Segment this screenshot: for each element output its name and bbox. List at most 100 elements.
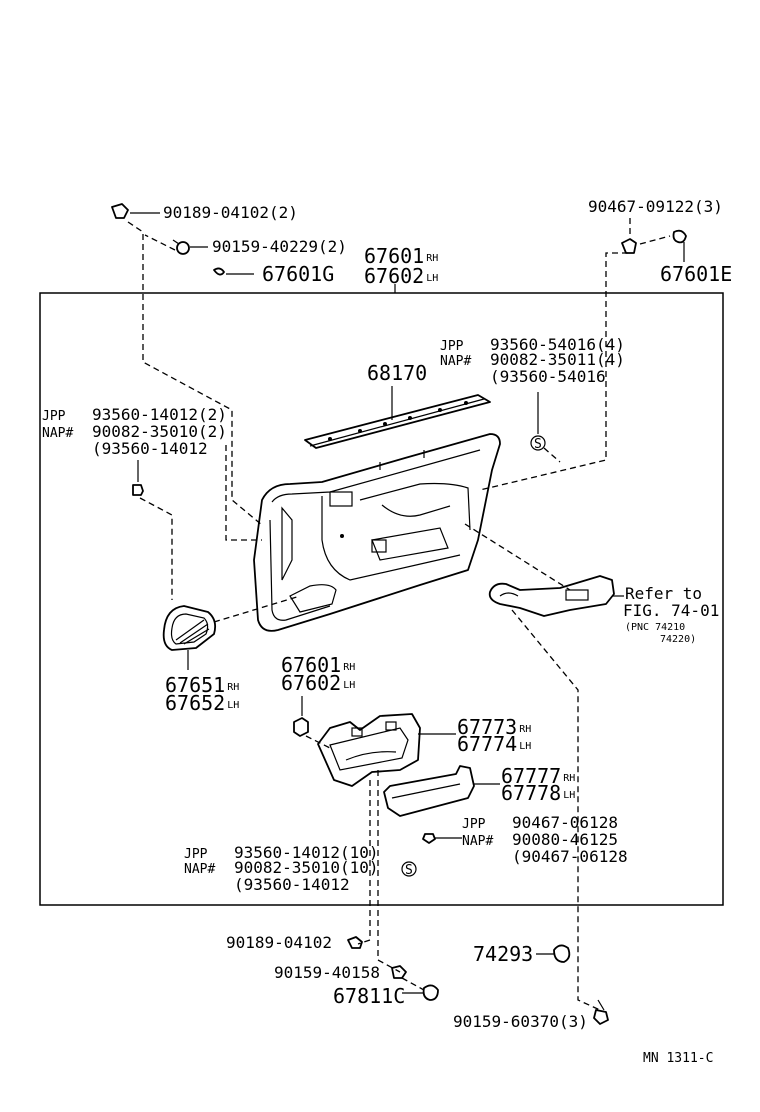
plug-lower[interactable] bbox=[293, 717, 309, 737]
dash-panel-to-trim bbox=[213, 595, 301, 623]
panel-67651[interactable] bbox=[162, 605, 217, 651]
label-jpp-ur-val: 93560-54016(4) bbox=[490, 335, 625, 354]
door-trim-board-67601[interactable] bbox=[253, 433, 501, 632]
screw-90159-lower[interactable] bbox=[391, 965, 407, 979]
screw-90159-bottom[interactable] bbox=[593, 999, 609, 1025]
label-pocket-lh-suffix: LH bbox=[519, 741, 531, 752]
label-alt-ur: (93560-54016 bbox=[490, 367, 606, 386]
label-refer-2: FIG. 74-01 bbox=[623, 601, 719, 620]
label-nap-bottom: NAP# bbox=[184, 862, 215, 877]
dash-s-upper bbox=[543, 447, 561, 463]
catalog-id: MN 1311-C bbox=[643, 1051, 713, 1066]
label-cover-e: 67601E bbox=[660, 262, 732, 286]
label-pocket-lh-number: 67774 bbox=[457, 732, 517, 756]
label-nap-handle-val: 90080-46125 bbox=[512, 830, 618, 849]
clip-90189-lower[interactable] bbox=[347, 936, 363, 949]
label-pocket-rh-number: 67773 bbox=[457, 715, 517, 739]
cover-67601g[interactable] bbox=[213, 267, 254, 276]
label-screw-upper: 90159-40229(2) bbox=[212, 237, 347, 256]
label-nap-bottom-val: 90082-35010(10) bbox=[234, 858, 379, 877]
label-panel-lh-number: 67652 bbox=[165, 691, 225, 715]
label-nap-left-val: 90082-35010(2) bbox=[92, 422, 227, 441]
label-refer-3: (PNC 74210 bbox=[625, 622, 685, 633]
label-jpp-ur: JPP bbox=[440, 339, 464, 354]
label-cap: 67811C bbox=[333, 984, 405, 1008]
label-jpp-handle: JPP bbox=[462, 817, 486, 832]
pocket-67773[interactable] bbox=[317, 713, 421, 787]
dash-screw-to-trim bbox=[144, 234, 176, 251]
handle-67777[interactable] bbox=[383, 765, 475, 817]
weatherstrip-68170[interactable] bbox=[304, 394, 491, 449]
label-pocket-rh-suffix: RH bbox=[519, 724, 531, 735]
dash-armrest-down bbox=[511, 609, 601, 1011]
label-screw-bottom: 90159-60370(3) bbox=[453, 1012, 588, 1031]
label-trim-lh-number: 67602 bbox=[364, 264, 424, 288]
label-panel-rh-suffix: RH bbox=[227, 682, 239, 693]
label-trim-rh-suffix: RH bbox=[426, 253, 438, 264]
dash-right-to-trim bbox=[479, 252, 628, 491]
label-trim-lh-suffix: LH bbox=[426, 273, 438, 284]
label-handle-rh-number: 67777 bbox=[501, 764, 561, 788]
armrest-base-fig-74-01[interactable] bbox=[488, 575, 615, 617]
cover-67601e[interactable] bbox=[672, 229, 687, 262]
label-alt-left: (93560-14012 bbox=[92, 439, 208, 458]
label-clip-upper: 90189-04102(2) bbox=[163, 203, 298, 222]
dash-cap bbox=[401, 977, 425, 991]
label-cover-g: 67601G bbox=[262, 262, 334, 286]
screw-left[interactable] bbox=[132, 484, 144, 496]
label-panel-lh-suffix: LH bbox=[227, 700, 239, 711]
label-jpp-bottom: JPP bbox=[184, 847, 208, 862]
dash-right-clip bbox=[639, 235, 671, 245]
s-mark-lower: S bbox=[401, 861, 417, 878]
s-mark-upper: S bbox=[530, 435, 546, 452]
label-jpp-bottom-val: 93560-14012(10) bbox=[234, 843, 379, 862]
label-nap-left: NAP# bbox=[42, 426, 73, 441]
clip-90467-right[interactable] bbox=[621, 238, 637, 254]
label-handle-lh-suffix: LH bbox=[563, 790, 575, 801]
label-refer-1: Refer to bbox=[625, 584, 702, 603]
dash-clip-to-trim bbox=[127, 221, 263, 526]
label-alt-handle: (90467-06128 bbox=[512, 847, 628, 866]
svg-text:S: S bbox=[405, 863, 413, 878]
label-handle-rh-suffix: RH bbox=[563, 773, 575, 784]
label-clip-lower: 90189-04102 bbox=[226, 933, 332, 952]
svg-text:S: S bbox=[534, 437, 542, 452]
dash-pocket-to-clip bbox=[357, 780, 371, 945]
clip-90189-upper[interactable] bbox=[111, 203, 160, 219]
label-jpp-left: JPP bbox=[42, 409, 66, 424]
label-lower-trim-lh-suffix: LH bbox=[343, 680, 355, 691]
label-lower-trim-rh-suffix: RH bbox=[343, 662, 355, 673]
grommet-74293[interactable] bbox=[536, 944, 571, 963]
dash-plug-to-pocket bbox=[305, 735, 331, 749]
label-refer-4: 74220) bbox=[660, 634, 696, 645]
label-nap-ur: NAP# bbox=[440, 354, 471, 369]
label-alt-bottom: (93560-14012 bbox=[234, 875, 350, 894]
label-nap-handle: NAP# bbox=[462, 834, 493, 849]
screw-90159-upper[interactable] bbox=[172, 239, 208, 255]
label-panel-rh-number: 67651 bbox=[165, 673, 225, 697]
assembly-frame bbox=[39, 292, 724, 906]
dash-pocket-down bbox=[377, 770, 401, 973]
label-clip-right: 90467-09122(3) bbox=[588, 197, 723, 216]
dash-left-screw-to-panel bbox=[139, 497, 173, 600]
label-grommet: 74293 bbox=[473, 942, 533, 966]
dash-armrest-to-trim bbox=[464, 523, 571, 591]
label-handle-lh-number: 67778 bbox=[501, 781, 561, 805]
label-screw-lower: 90159-40158 bbox=[274, 963, 380, 982]
screw-handle[interactable] bbox=[422, 833, 462, 844]
label-jpp-left-val: 93560-14012(2) bbox=[92, 405, 227, 424]
label-weatherstrip: 68170 bbox=[367, 361, 427, 385]
cap-67811c[interactable] bbox=[402, 984, 439, 1001]
label-jpp-handle-val: 90467-06128 bbox=[512, 813, 618, 832]
